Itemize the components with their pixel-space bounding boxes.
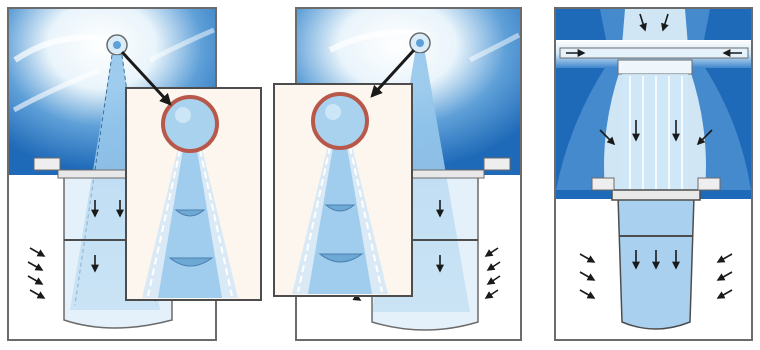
right-collector-rim	[612, 190, 700, 200]
left-inset	[126, 88, 261, 300]
center-nozzle-core	[416, 39, 424, 47]
left-bracket	[34, 158, 60, 170]
right-panel	[555, 8, 752, 340]
right-spray-curtain	[622, 74, 688, 192]
right-bracket	[698, 178, 720, 190]
right-manifold	[618, 60, 692, 74]
center-panel	[274, 8, 521, 340]
center-inset	[274, 84, 412, 296]
left-panel	[8, 8, 261, 340]
center-inset-nozzle	[313, 94, 367, 148]
right-bracket	[592, 178, 614, 190]
left-inset-nozzle	[163, 97, 217, 151]
left-nozzle-core	[113, 41, 121, 49]
center-inset-nozzle-highlight	[325, 104, 341, 120]
center-bracket	[484, 158, 510, 170]
left-inset-nozzle-highlight	[175, 107, 191, 123]
right-supply-pipe	[560, 48, 748, 58]
